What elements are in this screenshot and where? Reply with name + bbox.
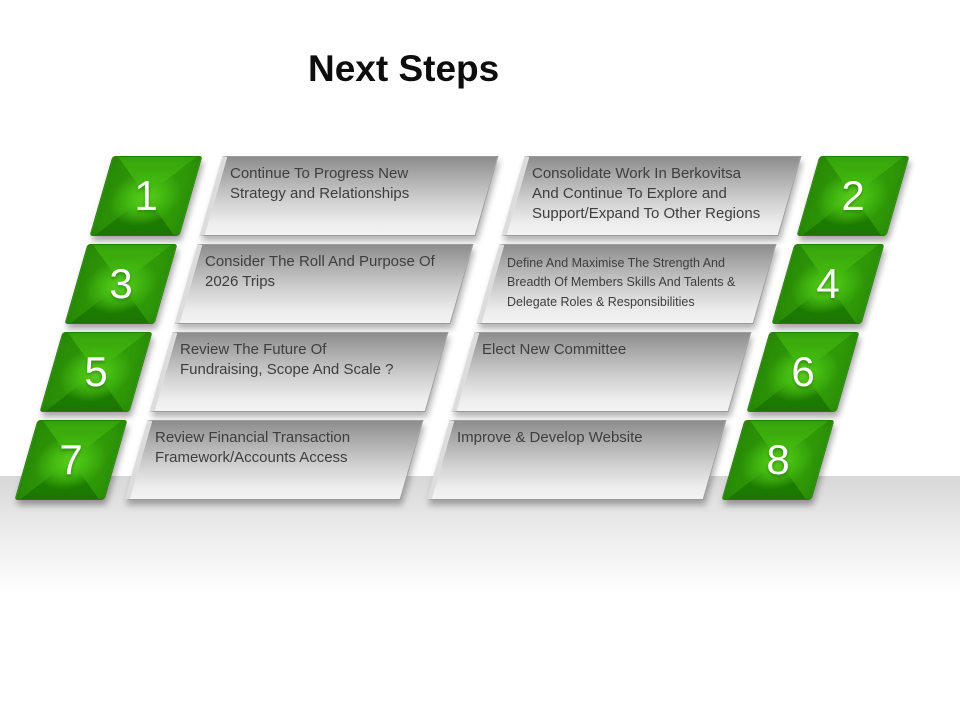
step-badge-1: 1 bbox=[89, 156, 203, 236]
badge-number: 4 bbox=[816, 260, 840, 307]
badge-number: 8 bbox=[766, 436, 790, 483]
step-text: Elect New Committee bbox=[482, 341, 627, 358]
step-box-2: Consolidate Work In Berkovitsa And Conti… bbox=[501, 156, 802, 236]
step-box-6: Elect New Committee bbox=[451, 332, 752, 412]
badge-number: 5 bbox=[84, 348, 108, 395]
step-text: Improve & Develop Website bbox=[457, 429, 643, 446]
step-text: Consider The Roll And Purpose Of 2026 Tr… bbox=[205, 253, 435, 290]
step-row-1: 1 Continue To Progress New Strategy and … bbox=[89, 156, 910, 236]
slide-title: Next Steps bbox=[308, 48, 500, 89]
step-badge-5: 5 bbox=[39, 332, 153, 412]
step-badge-3: 3 bbox=[64, 244, 178, 324]
step-box-5: Review The Future Of Fundraising, Scope … bbox=[149, 332, 449, 412]
step-row-2: 3 Consider The Roll And Purpose Of 2026 … bbox=[64, 244, 885, 324]
badge-number: 3 bbox=[109, 260, 133, 307]
step-box-7: Review Financial Transaction Framework/A… bbox=[124, 420, 424, 500]
step-box-8: Improve & Develop Website bbox=[426, 420, 727, 500]
step-badge-4: 4 bbox=[771, 244, 885, 324]
step-row-4: 7 Review Financial Transaction Framework… bbox=[14, 420, 835, 500]
step-text: Continue To Progress New Strategy and Re… bbox=[230, 165, 410, 202]
badge-number: 2 bbox=[841, 172, 865, 219]
step-badge-8: 8 bbox=[721, 420, 835, 500]
step-badge-6: 6 bbox=[746, 332, 860, 412]
step-box-3: Consider The Roll And Purpose Of 2026 Tr… bbox=[174, 244, 474, 324]
badge-number: 6 bbox=[791, 348, 815, 395]
step-row-3: 5 Review The Future Of Fundraising, Scop… bbox=[39, 332, 860, 412]
step-text: Define And Maximise The Strength And Bre… bbox=[507, 256, 736, 309]
step-badge-2: 2 bbox=[796, 156, 910, 236]
step-text: Consolidate Work In Berkovitsa And Conti… bbox=[532, 165, 761, 222]
step-text: Review The Future Of Fundraising, Scope … bbox=[180, 341, 394, 378]
step-box-4: Define And Maximise The Strength And Bre… bbox=[476, 244, 777, 324]
step-box-1: Continue To Progress New Strategy and Re… bbox=[199, 156, 499, 236]
step-text: Review Financial Transaction Framework/A… bbox=[155, 429, 351, 466]
badge-number: 7 bbox=[59, 436, 83, 483]
step-badge-7: 7 bbox=[14, 420, 128, 500]
badge-number: 1 bbox=[134, 172, 158, 219]
